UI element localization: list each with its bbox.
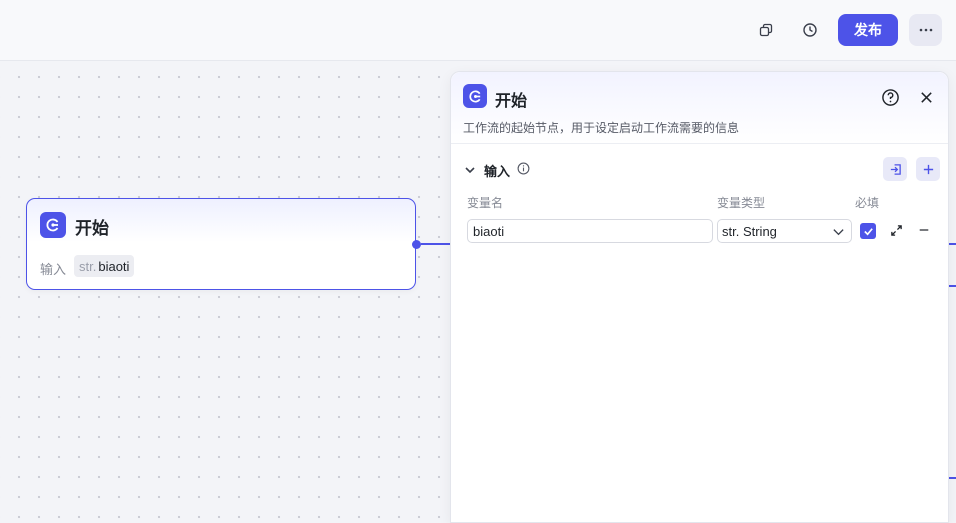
start-node-input-label: 输入: [40, 262, 67, 277]
panel-title: 开始: [495, 93, 528, 110]
more-icon: [919, 28, 932, 32]
connection-edge: [421, 243, 450, 245]
add-variable-button[interactable]: [916, 157, 940, 181]
required-checkbox[interactable]: [860, 223, 876, 239]
input-section-title: 输入: [484, 164, 511, 179]
start-node-variable-tag: str. biaoti: [74, 255, 135, 277]
more-options-button[interactable]: [909, 14, 942, 46]
top-toolbar: 发布: [0, 0, 956, 61]
column-header-required: 必填: [855, 196, 880, 210]
variable-type-prefix: str.: [79, 258, 97, 274]
expand-icon[interactable]: [888, 222, 904, 238]
variable-type-value: str. String: [722, 223, 777, 239]
connection-edge: [948, 477, 956, 479]
node-settings-panel: 开始 工作流的起始节点，用于设定启动工作流需要的信息 输入 变量名 变量类型 必…: [450, 71, 949, 523]
copy-icon[interactable]: [752, 16, 780, 44]
check-icon: [863, 227, 873, 235]
info-icon[interactable]: [517, 162, 530, 175]
close-icon[interactable]: [915, 86, 937, 108]
remove-variable-icon[interactable]: [916, 222, 932, 238]
start-node-icon: [463, 84, 487, 108]
start-node-output-port[interactable]: [412, 240, 421, 249]
column-header-name: 变量名: [467, 196, 504, 210]
panel-header: 开始 工作流的起始节点，用于设定启动工作流需要的信息: [451, 72, 948, 144]
publish-button[interactable]: 发布: [838, 14, 898, 46]
plus-icon: [923, 164, 933, 174]
panel-description: 工作流的起始节点，用于设定启动工作流需要的信息: [463, 121, 740, 135]
variable-name-input[interactable]: [467, 219, 713, 243]
variable-name: biaoti: [98, 258, 130, 274]
start-node-title: 开始: [75, 219, 109, 238]
chevron-down-icon: [833, 229, 844, 236]
start-node-icon: [40, 212, 66, 238]
connection-edge: [948, 243, 956, 245]
column-header-type: 变量类型: [717, 196, 766, 210]
connection-edge: [948, 285, 956, 287]
import-icon: [890, 163, 901, 175]
chevron-down-icon[interactable]: [463, 163, 477, 177]
help-icon[interactable]: [879, 86, 901, 108]
import-variable-button[interactable]: [883, 157, 907, 181]
start-node[interactable]: 开始 输入 str. biaoti: [26, 198, 416, 290]
variable-type-select[interactable]: str. String: [717, 219, 852, 243]
history-icon[interactable]: [796, 16, 824, 44]
